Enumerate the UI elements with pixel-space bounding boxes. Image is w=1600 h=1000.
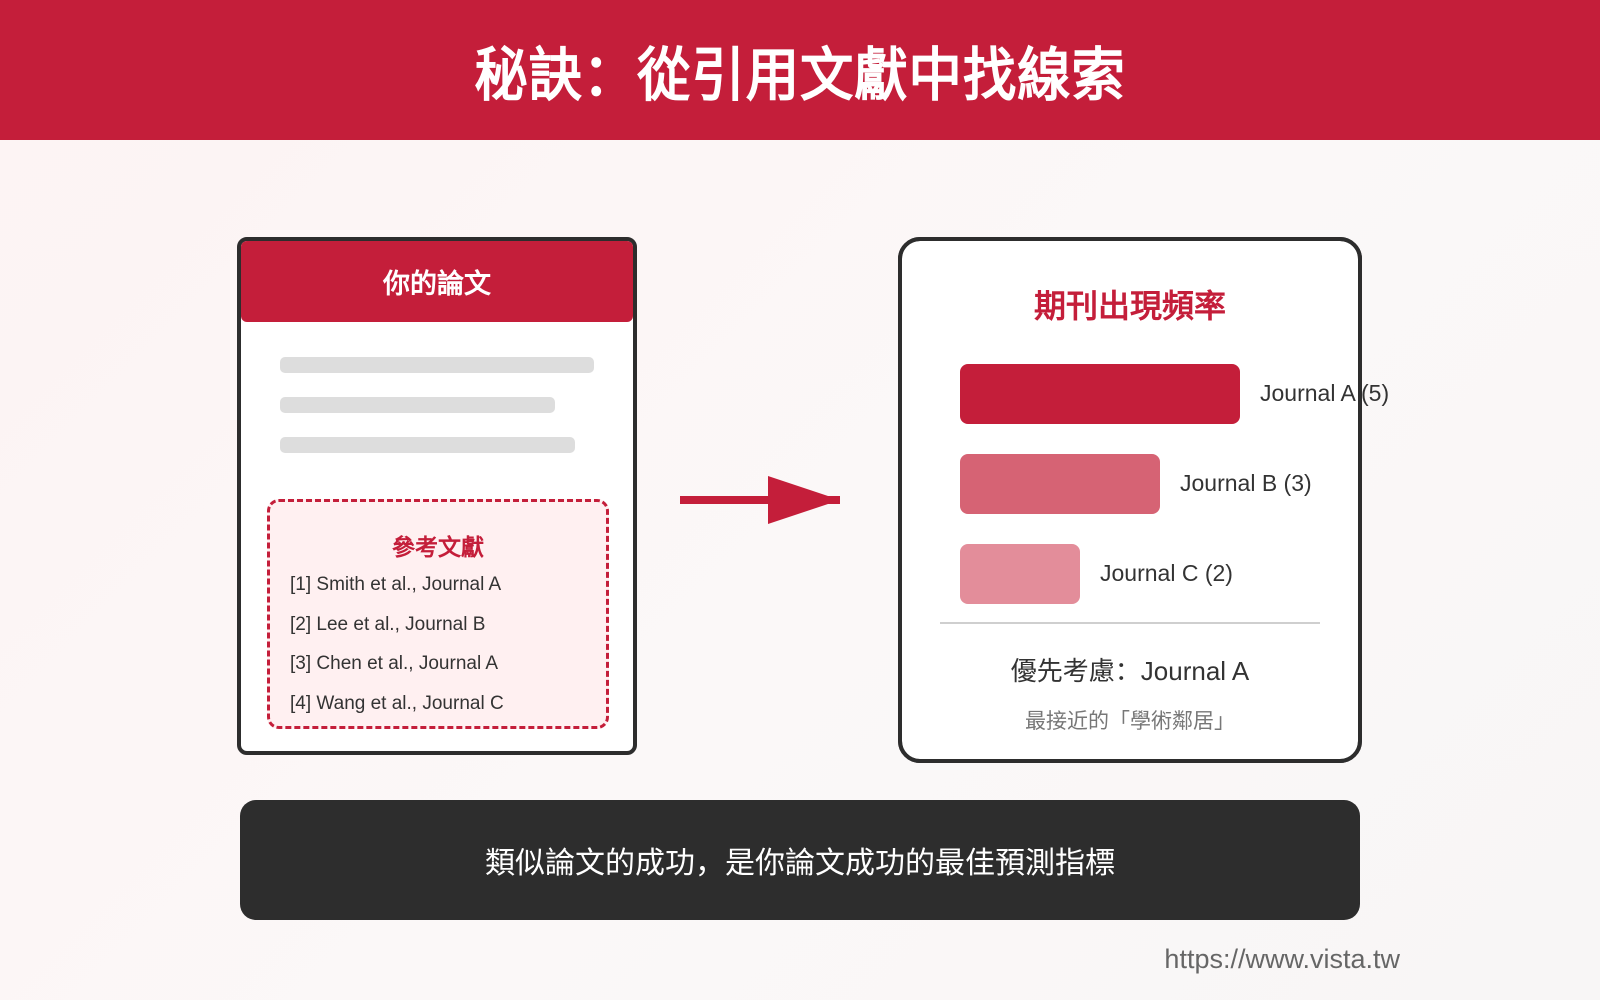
bar-label-journal-c: Journal C (2) (1100, 560, 1233, 586)
reference-item: [4] Wang et al., Journal C (290, 693, 504, 714)
frequency-card: 期刊出現頻率 Journal A (5) Journal B (3) Journ… (898, 237, 1389, 763)
references-title: 參考文獻 (392, 535, 484, 561)
paper-card-title: 你的論文 (383, 269, 491, 300)
frequency-title: 期刊出現頻率 (1033, 287, 1226, 325)
bar-label-journal-a: Journal A (5) (1260, 380, 1390, 406)
bar-journal-c (960, 544, 1080, 604)
header-banner: 秘訣：從引用文獻中找線索 (0, 0, 1600, 140)
bar-label-journal-b: Journal B (3) (1180, 470, 1312, 496)
bar-journal-a (960, 364, 1240, 424)
reference-item: [1] Smith et al., Journal A (290, 574, 502, 595)
paper-card-header: 你的論文 (241, 241, 633, 322)
arrow-right-icon (680, 476, 840, 524)
page-title: 秘訣：從引用文獻中找線索 (474, 41, 1126, 109)
footer-url[interactable]: https://www.vista.tw (1164, 944, 1400, 974)
bar-journal-b (960, 454, 1160, 514)
academic-neighbor-note: 最接近的「學術鄰居」 (1025, 710, 1235, 733)
placeholder-text-line (280, 357, 594, 373)
reference-item: [3] Chen et al., Journal A (290, 653, 499, 674)
divider (940, 622, 1320, 624)
paper-card: 你的論文 參考文獻 [1] Smith et al., Journal A [2… (237, 237, 637, 755)
reference-item: [2] Lee et al., Journal B (290, 614, 486, 635)
conclusion-text: 類似論文的成功，是你論文成功的最佳預測指標 (485, 847, 1115, 880)
placeholder-text-line (280, 437, 575, 453)
priority-recommendation: 優先考慮：Journal A (1010, 656, 1250, 686)
references-box: 參考文獻 [1] Smith et al., Journal A [2] Lee… (267, 499, 609, 729)
conclusion-banner: 類似論文的成功，是你論文成功的最佳預測指標 (240, 800, 1360, 920)
placeholder-text-line (280, 397, 555, 413)
